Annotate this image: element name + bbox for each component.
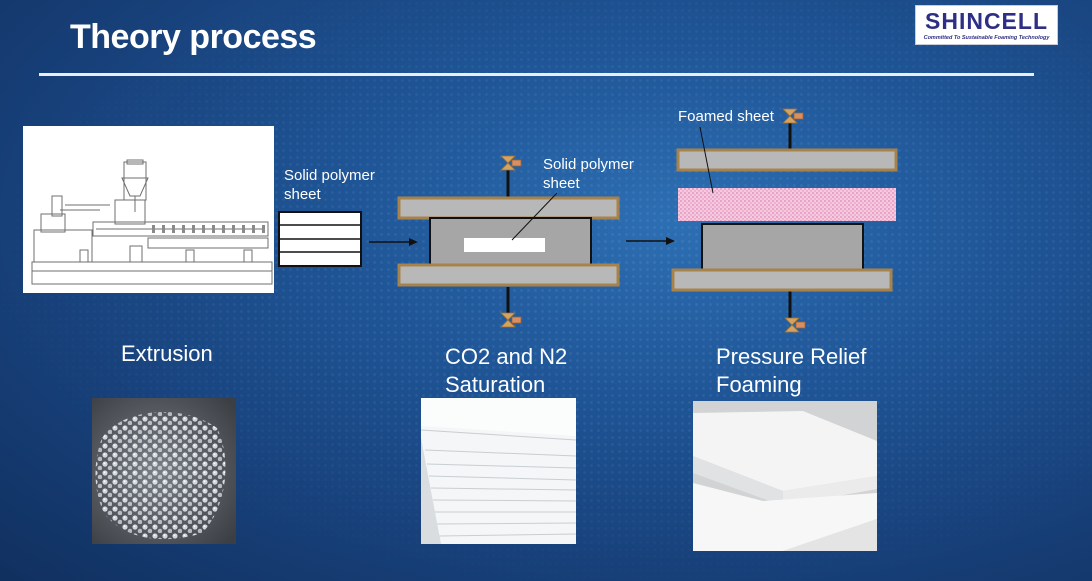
stage-foaming-label: Pressure Relief Foaming (716, 344, 867, 397)
gas-valve-icon (500, 312, 522, 328)
plastic-pellets-photo (92, 398, 236, 544)
logo-wordmark: SHINCELL (925, 8, 1048, 34)
extruder-machine-drawing (23, 126, 274, 293)
foam-boards-photo (693, 401, 877, 551)
shincell-logo: SHINCELL Committed To Sustainable Foamin… (915, 5, 1058, 45)
solid-sheet-label: Solid polymer sheet (284, 167, 375, 203)
flow-arrow (626, 237, 675, 245)
bottom-press-plate (397, 263, 620, 287)
foaming-chamber (701, 223, 864, 271)
solid-sheet-stack-icon (278, 211, 362, 267)
foamed-sheet-label: Foamed sheet (678, 108, 774, 125)
flow-arrow (369, 238, 418, 246)
top-press-plate (676, 148, 898, 172)
stage-extrusion-label: Extrusion (121, 341, 213, 366)
title-divider (39, 73, 1034, 76)
foamed-sheet (678, 188, 896, 221)
page-title: Theory process (70, 18, 317, 56)
gas-valve-icon (784, 317, 806, 333)
top-press-plate (397, 196, 620, 220)
bottom-press-plate (671, 268, 893, 292)
foaming-press-diagram (671, 108, 898, 333)
inner-polymer-sheet (464, 238, 545, 252)
press-sheet-label: Solid polymer sheet (543, 156, 634, 192)
saturation-press-diagram (397, 155, 620, 328)
logo-tagline: Committed To Sustainable Foaming Technol… (923, 35, 1050, 41)
polymer-sheets-stack-photo (421, 398, 576, 544)
stage-saturation-label: CO2 and N2 Saturation (445, 344, 568, 397)
gas-valve-icon (500, 155, 522, 171)
